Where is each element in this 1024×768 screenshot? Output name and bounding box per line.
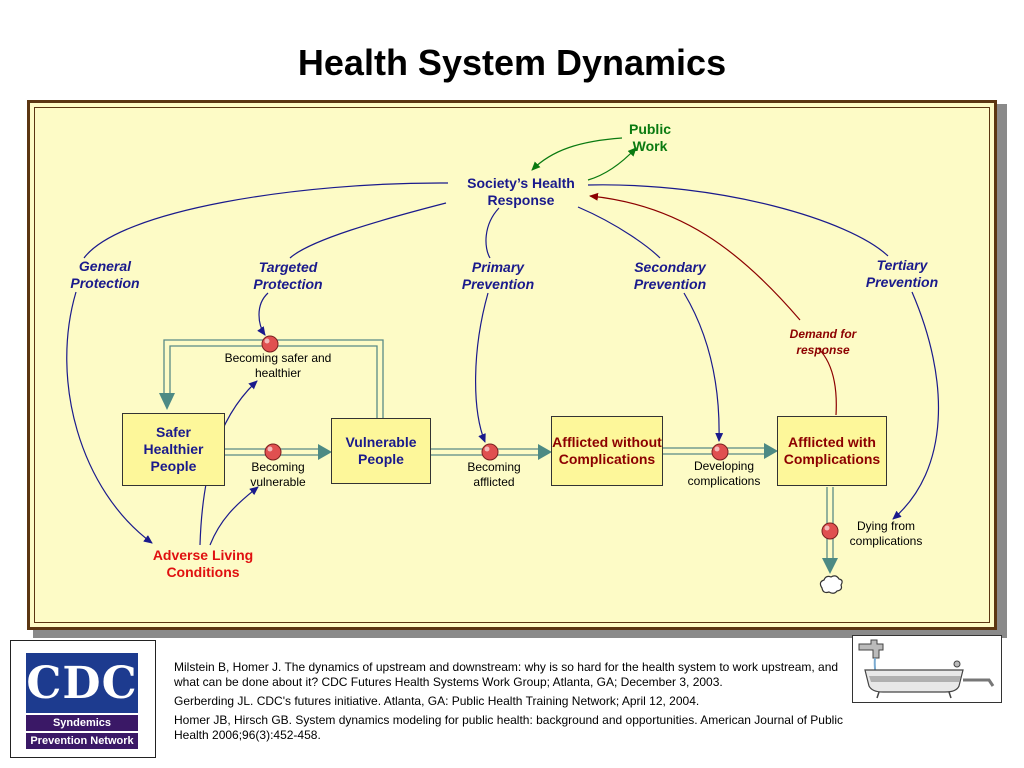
tertiary-prevention-label: Tertiary Prevention: [865, 257, 939, 290]
general-protection-label: General Protection: [70, 258, 140, 291]
becoming-vulnerable-label: Becoming vulnerable: [250, 460, 306, 489]
valve-becoming-safer: [261, 335, 279, 353]
cdc-logo-frame: CDC Syndemics Prevention Network: [10, 640, 156, 758]
bathtub-frame: [852, 635, 1002, 703]
prevention-network-band: Prevention Network: [26, 733, 138, 749]
cloud-sink-icon: [819, 575, 843, 594]
cdc-logo: CDC: [26, 653, 138, 713]
reference-item: Gerberding JL. CDC's futures initiative.…: [174, 694, 700, 708]
stock-afflicted-with-label: Afflicted with Complications: [783, 434, 881, 467]
public-work-loop: [531, 137, 637, 181]
stock-afflicted-with-complications: Afflicted with Complications: [777, 416, 887, 486]
stock-afflicted-without-label: Afflicted without Complications: [552, 434, 662, 467]
demand-for-response-label: Demand for response: [789, 327, 857, 357]
reference-item: Milstein B, Homer J. The dynamics of ups…: [174, 660, 839, 689]
syndemics-band: Syndemics: [26, 715, 138, 731]
valve-dying: [821, 522, 839, 540]
stock-vulnerable-people: Vulnerable People: [331, 418, 431, 484]
diagram-panel: [27, 100, 997, 630]
stock-safer-healthier-people: Safer Healthier People: [122, 413, 225, 486]
stock-vulnerable-label: Vulnerable People: [345, 434, 417, 467]
policy-connectors: [66, 182, 940, 546]
bathtub-icon: [858, 639, 995, 699]
demand-connector: [589, 192, 837, 416]
valve-becoming-vulnerable: [264, 443, 282, 461]
secondary-prevention-label: Secondary Prevention: [633, 259, 707, 292]
adverse-living-conditions-label: Adverse Living Conditions: [152, 547, 254, 580]
stock-safer-label: Safer Healthier People: [143, 424, 204, 474]
references: Milstein B, Homer J. The dynamics of ups…: [174, 660, 854, 747]
developing-complications-label: Developing complications: [687, 459, 761, 488]
targeted-protection-label: Targeted Protection: [253, 259, 323, 292]
valve-becoming-afflicted: [481, 443, 499, 461]
reference-item: Homer JB, Hirsch GB. System dynamics mod…: [174, 713, 843, 742]
societys-health-response-label: Society’s Health Response: [467, 175, 575, 208]
becoming-safer-label: Becoming safer and healthier: [224, 351, 332, 380]
valve-developing: [711, 443, 729, 461]
dying-from-complications-label: Dying from complications: [849, 519, 923, 548]
flow-pipe-heads: [159, 393, 838, 574]
public-work-label: Public Work: [628, 121, 671, 154]
primary-prevention-label: Primary Prevention: [461, 259, 535, 292]
stock-afflicted-without-complications: Afflicted without Complications: [551, 416, 663, 486]
becoming-afflicted-label: Becoming afflicted: [467, 460, 521, 489]
page-title: Health System Dynamics: [297, 42, 727, 83]
